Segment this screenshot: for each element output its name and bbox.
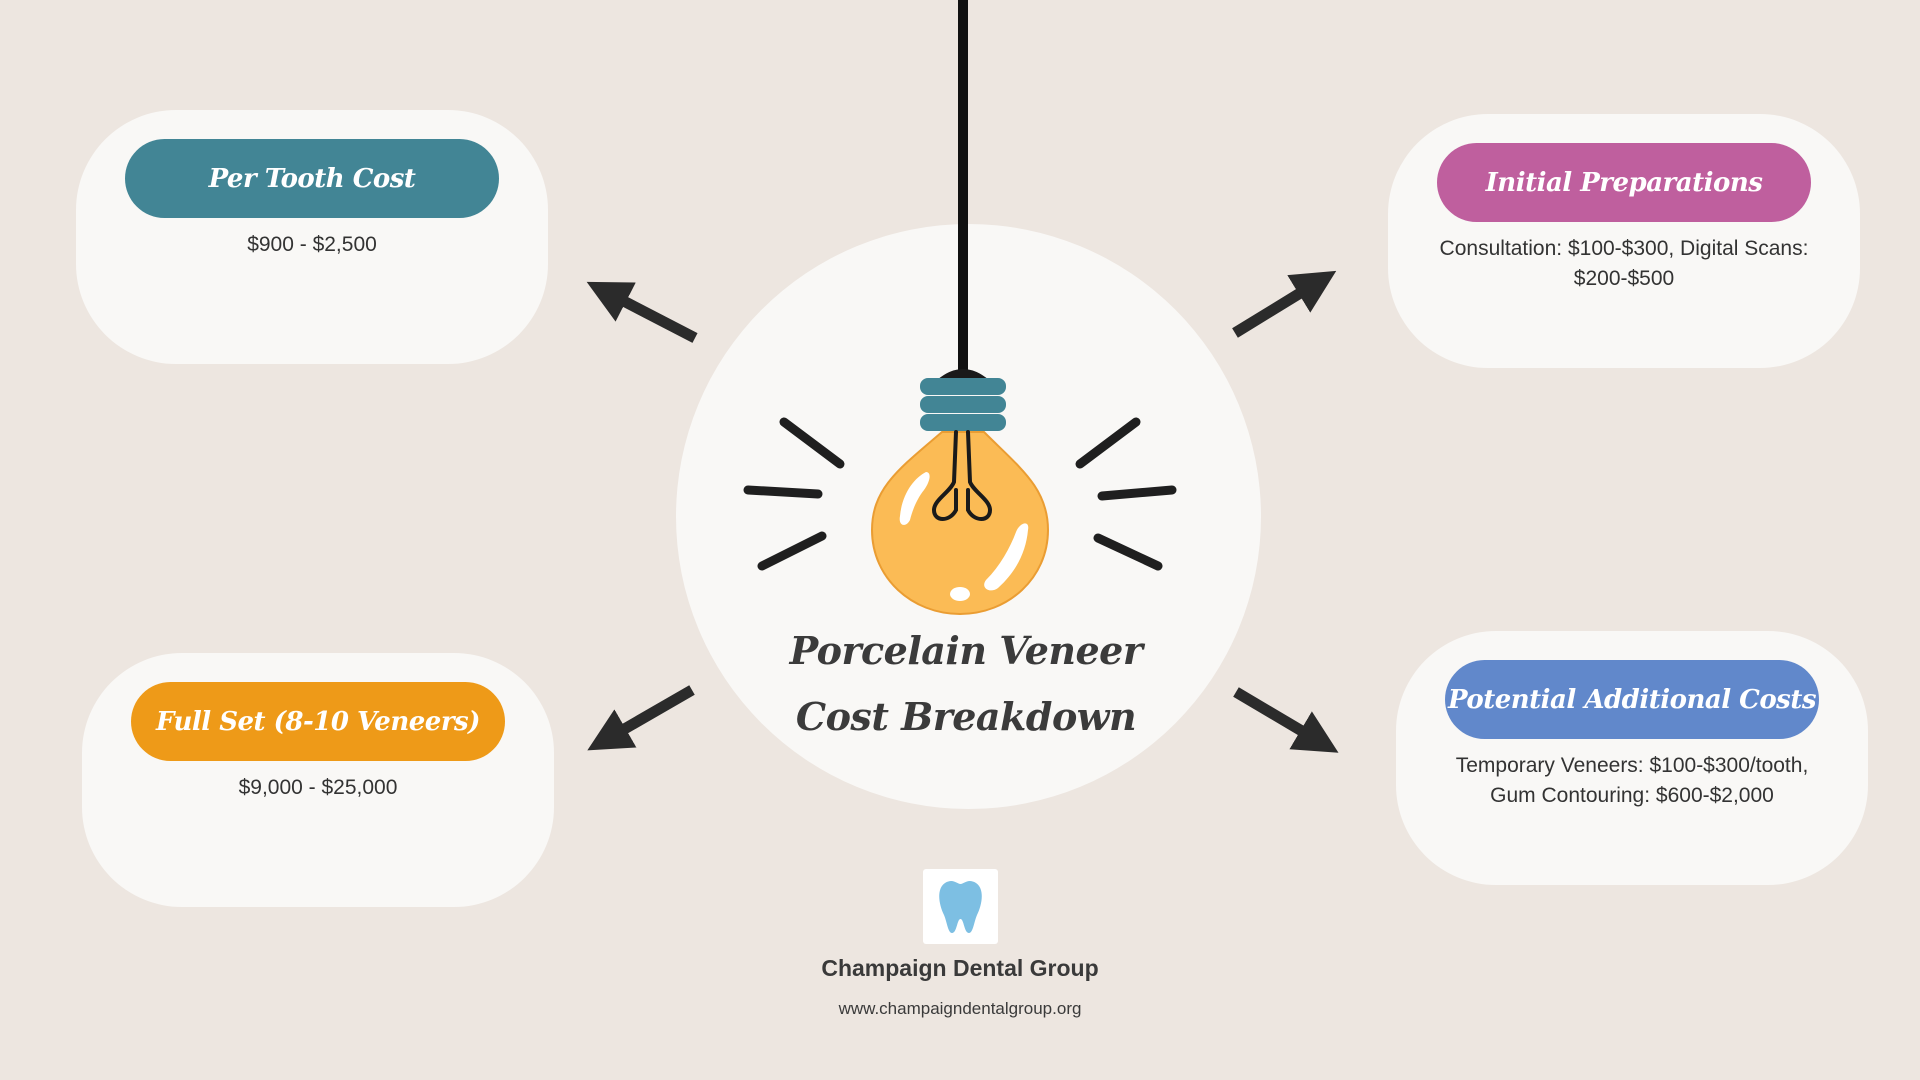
center-title: Porcelain Veneer Cost Breakdown xyxy=(766,618,1166,750)
arrow-full-set xyxy=(587,685,695,751)
center-title-line-2: Cost Breakdown xyxy=(795,694,1137,739)
lightbulb-icon xyxy=(870,369,1050,616)
light-rays xyxy=(743,417,1177,571)
arrows xyxy=(586,270,1339,753)
brand-name: Champaign Dental Group xyxy=(821,955,1099,981)
card-additional-costs: Potential Additional Costs Temporary Ven… xyxy=(1396,631,1868,885)
card-initial-preparations: Initial Preparations Consultation: $100-… xyxy=(1388,114,1860,368)
card-per-tooth: Per Tooth Cost $900 - $2,500 xyxy=(76,110,548,364)
additional-costs-value: Temporary Veneers: $100-$300/tooth, Gum … xyxy=(1455,754,1809,807)
arrow-initial-preparations xyxy=(1232,270,1337,338)
full-set-value: $9,000 - $25,000 xyxy=(238,776,398,799)
brand-logo xyxy=(923,869,998,944)
initial-preparations-value: Consultation: $100-$300, Digital Scans: … xyxy=(1439,237,1809,290)
arrow-additional-costs xyxy=(1233,687,1339,753)
pill-per-tooth: Per Tooth Cost xyxy=(125,139,499,218)
pill-additional-costs: Potential Additional Costs xyxy=(1445,660,1819,739)
pill-initial-preparations: Initial Preparations xyxy=(1437,143,1811,222)
bulb-cord xyxy=(958,0,968,372)
per-tooth-value: $900 - $2,500 xyxy=(247,233,377,256)
brand-url[interactable]: www.champaigndentalgroup.org xyxy=(838,999,1082,1018)
arrow-per-tooth xyxy=(586,281,698,343)
pill-full-set: Full Set (8-10 Veneers) xyxy=(131,682,505,761)
center-title-line-1: Porcelain Veneer xyxy=(789,628,1143,673)
tooth-icon xyxy=(939,881,982,933)
card-full-set: Full Set (8-10 Veneers) $9,000 - $25,000 xyxy=(82,653,554,907)
